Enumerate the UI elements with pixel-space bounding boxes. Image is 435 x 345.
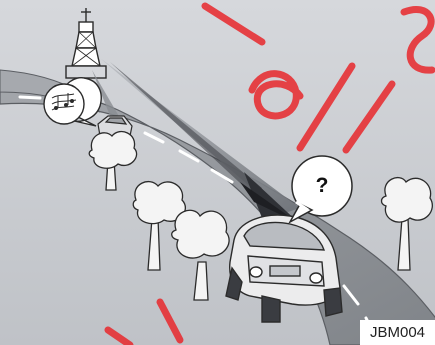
question-mark-text: ?	[308, 171, 336, 201]
image-code-label: JBM004	[360, 320, 435, 345]
